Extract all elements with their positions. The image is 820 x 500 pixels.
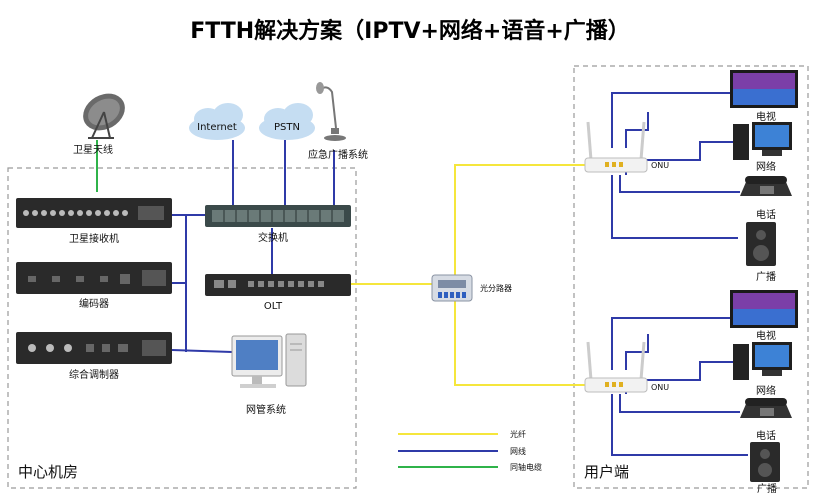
tv-icon bbox=[730, 70, 798, 108]
fiber-lines bbox=[350, 164, 585, 386]
switch-label: 交换机 bbox=[258, 231, 288, 244]
phone-label-bottom: 电话 bbox=[756, 429, 776, 442]
tv-label-top: 电视 bbox=[756, 110, 776, 123]
central-room-border bbox=[7, 167, 357, 489]
encoder-label: 编码器 bbox=[79, 297, 109, 310]
desktop-computer-icon bbox=[733, 122, 792, 160]
desktop-computer-icon bbox=[733, 342, 792, 380]
phone-label-top: 电话 bbox=[756, 208, 776, 221]
pstn-label: PSTN bbox=[274, 122, 300, 133]
microphone-icon bbox=[316, 82, 346, 141]
speaker-icon bbox=[746, 222, 776, 266]
tv-icon bbox=[730, 290, 798, 328]
speaker-icon bbox=[750, 442, 780, 482]
telephone-icon bbox=[740, 398, 792, 418]
modulator-label: 综合调制器 bbox=[69, 368, 119, 381]
encoder-icon bbox=[16, 262, 172, 294]
modulator-icon bbox=[16, 332, 172, 364]
switch-icon bbox=[205, 205, 351, 227]
onu-router-icon bbox=[584, 341, 648, 393]
onu-router-icon bbox=[584, 121, 648, 173]
onu-label-bottom: ONU bbox=[651, 383, 669, 392]
satellite-antenna-label: 卫星天线 bbox=[73, 143, 113, 156]
tv-label-bottom: 电视 bbox=[756, 329, 776, 342]
legend-coax-label: 同轴电缆 bbox=[510, 462, 542, 472]
broadcast-label-top: 广播 bbox=[756, 270, 776, 283]
user-end-label: 用户端 bbox=[584, 463, 629, 481]
satellite-receiver-label: 卫星接收机 bbox=[69, 232, 119, 245]
network-label-top: 网络 bbox=[756, 160, 776, 173]
nms-label: 网管系统 bbox=[246, 403, 286, 416]
computer-icon bbox=[231, 333, 307, 388]
internet-label: Internet bbox=[197, 122, 237, 133]
ethernet-lines-central bbox=[171, 140, 335, 353]
central-room-label: 中心机房 bbox=[18, 463, 78, 481]
satellite-antenna-icon bbox=[83, 93, 125, 139]
legend-fiber-label: 光纤 bbox=[510, 429, 526, 439]
internet-cloud-icon bbox=[189, 103, 245, 140]
ethernet-lines-user bbox=[611, 92, 748, 456]
network-label-bottom: 网络 bbox=[756, 384, 776, 397]
olt-label: OLT bbox=[264, 301, 283, 312]
satellite-receiver-icon bbox=[16, 198, 172, 228]
emergency-broadcast-label: 应急广播系统 bbox=[308, 148, 368, 161]
olt-icon bbox=[205, 274, 351, 296]
splitter-label: 光分路器 bbox=[480, 283, 512, 293]
splitter-icon bbox=[431, 274, 473, 302]
pstn-cloud-icon bbox=[259, 103, 315, 140]
legend: 光纤 网线 同轴电缆 bbox=[398, 429, 542, 472]
user-end-border bbox=[573, 65, 809, 489]
onu-label-top: ONU bbox=[651, 161, 669, 170]
legend-ethernet-label: 网线 bbox=[510, 446, 526, 456]
diagram-title: FTTH解决方案（IPTV+网络+语音+广播） bbox=[190, 18, 630, 44]
broadcast-label-bottom: 广播 bbox=[757, 482, 777, 495]
telephone-icon bbox=[740, 176, 792, 196]
